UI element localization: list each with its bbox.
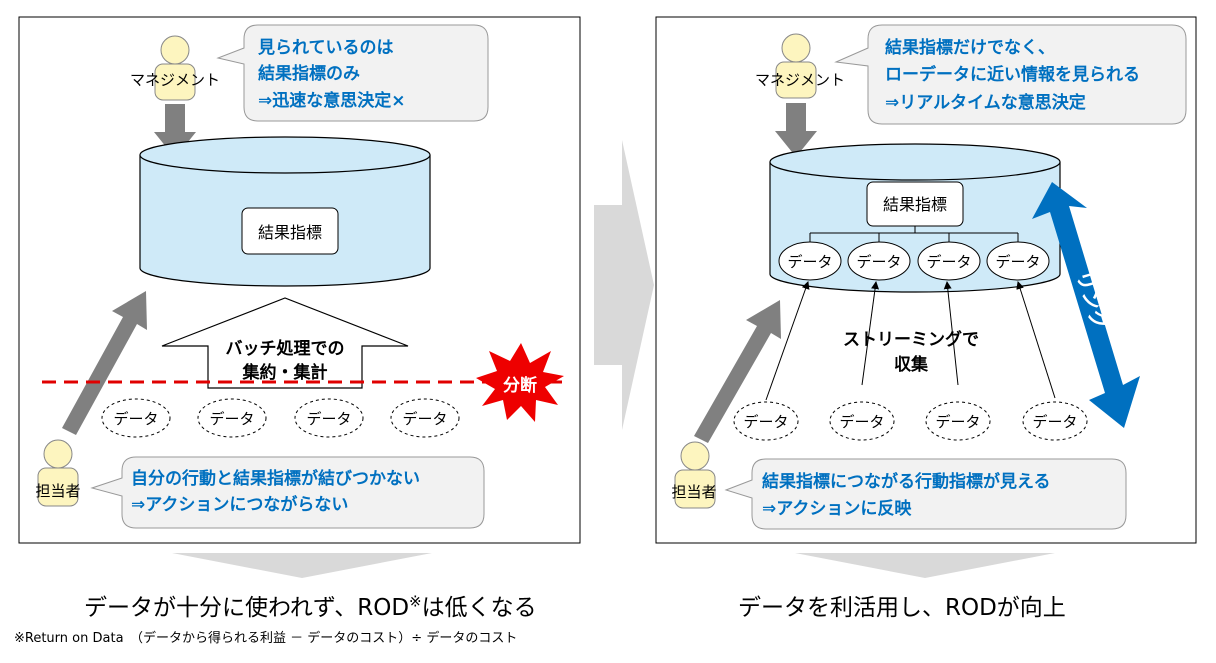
- batch-label-line-1: バッチ処理での: [226, 339, 345, 359]
- staff-person-icon: [37, 439, 79, 507]
- left-result-arrow: [172, 553, 432, 578]
- cut-label: 分断: [503, 375, 537, 396]
- streaming-arrow: [943, 281, 959, 386]
- db-data-ellipse: [986, 241, 1050, 281]
- staff-bubble: [90, 456, 485, 529]
- link-double-arrow: [1032, 182, 1140, 428]
- management-bubble-line-2: ローデータに近い情報を見られる: [885, 64, 1140, 85]
- db-data-label: データ: [856, 253, 901, 271]
- data-label: データ: [209, 410, 254, 428]
- db-result-label: 結果指標: [258, 223, 322, 242]
- footnote-text: ※Return on Data （データから得られる利益 － データのコスト）÷…: [14, 631, 518, 646]
- management-bubble-line-1: 結果指標だけでなく、: [885, 37, 1055, 58]
- data-label: データ: [402, 410, 447, 428]
- transition-arrow: [594, 140, 654, 430]
- staff-person-icon: [674, 441, 716, 509]
- data-label: データ: [113, 410, 158, 428]
- data-ellipse: [733, 401, 799, 441]
- db-data-label: データ: [926, 253, 971, 271]
- left-caption: データが十分に使われず、ROD※は低くなる: [84, 588, 537, 622]
- left-caption-tail: は低くなる: [421, 595, 537, 621]
- staff-bubble-line-1: 自分の行動と結果指標が結びつかない: [131, 468, 420, 489]
- db-data-ellipse: [778, 241, 842, 281]
- left-caption-main: データが十分に使われず、ROD: [84, 595, 410, 621]
- staff-bubble-line-1: 結果指標につながる行動指標が見える: [762, 471, 1051, 492]
- staff-bubble: [724, 458, 1127, 530]
- staff-up-arrow: [694, 300, 781, 443]
- management-label: マネジメント: [130, 71, 220, 89]
- footnote: ※Return on Data （データから得られる利益 － データのコスト）÷…: [14, 627, 517, 646]
- management-bubble: [834, 24, 1187, 125]
- streaming-label-line-2: 収集: [894, 354, 929, 375]
- data-label: データ: [743, 413, 788, 431]
- right-panel: マネジメント 結果指標だけでなく、 ローデータに近い情報を見られる ⇒リアルタイ…: [655, 16, 1197, 544]
- streaming-label-line-1: ストリーミングで: [843, 329, 979, 350]
- data-label: データ: [1032, 413, 1077, 431]
- right-caption: データを利活用し、RODが向上: [738, 588, 1066, 622]
- streaming-arrow: [765, 281, 810, 401]
- data-ellipse: [829, 401, 895, 441]
- db-result-label: 結果指標: [883, 195, 947, 214]
- batch-label-line-2: 集約・集計: [242, 362, 328, 383]
- staff-bubble-line-2: ⇒アクションにつながらない: [131, 494, 348, 515]
- right-result-arrow: [795, 553, 1055, 578]
- streaming-arrow: [1016, 281, 1056, 399]
- management-down-arrow: [775, 103, 817, 157]
- data-label: データ: [935, 413, 980, 431]
- management-bubble-line-1: 見られているのは: [257, 38, 394, 58]
- data-ellipse: [1022, 401, 1088, 441]
- staff-label: 担当者: [35, 482, 80, 500]
- cut-burst-icon: [476, 343, 564, 422]
- management-bubble-line-3: ⇒迅速な意思決定×: [258, 90, 406, 111]
- data-ellipse: [197, 398, 267, 438]
- left-caption-sup: ※: [409, 592, 422, 611]
- db-result-box: [241, 207, 339, 255]
- db-data-ellipse: [847, 241, 911, 281]
- data-ellipse: [390, 398, 460, 438]
- data-ellipse: [925, 401, 991, 441]
- management-bubble-line-2: 結果指標のみ: [258, 63, 360, 84]
- data-ellipse: [294, 398, 364, 438]
- streaming-arrow: [861, 281, 880, 386]
- management-bubble: [216, 24, 489, 122]
- staff-label: 担当者: [671, 483, 716, 501]
- data-label: データ: [839, 413, 884, 431]
- staff-up-arrow: [62, 291, 147, 435]
- left-panel: マネジメント 見られているのは 結果指標のみ ⇒迅速な意思決定× 結果指標 バッ…: [18, 16, 581, 544]
- db-data-label: データ: [787, 253, 832, 271]
- right-caption-text: データを利活用し、RODが向上: [738, 595, 1066, 621]
- management-person-icon: [154, 35, 196, 101]
- db-data-label: データ: [995, 253, 1040, 271]
- data-ellipse: [101, 398, 171, 438]
- management-person-icon: [775, 33, 817, 99]
- management-label: マネジメント: [755, 71, 845, 89]
- data-label: データ: [306, 410, 351, 428]
- db-data-ellipse: [917, 241, 981, 281]
- management-bubble-line-3: ⇒リアルタイムな意思決定: [885, 92, 1086, 113]
- streaming-arrows: [765, 281, 1056, 401]
- staff-bubble-line-2: ⇒アクションに反映: [762, 498, 912, 519]
- db-tree-connector: [809, 226, 1019, 242]
